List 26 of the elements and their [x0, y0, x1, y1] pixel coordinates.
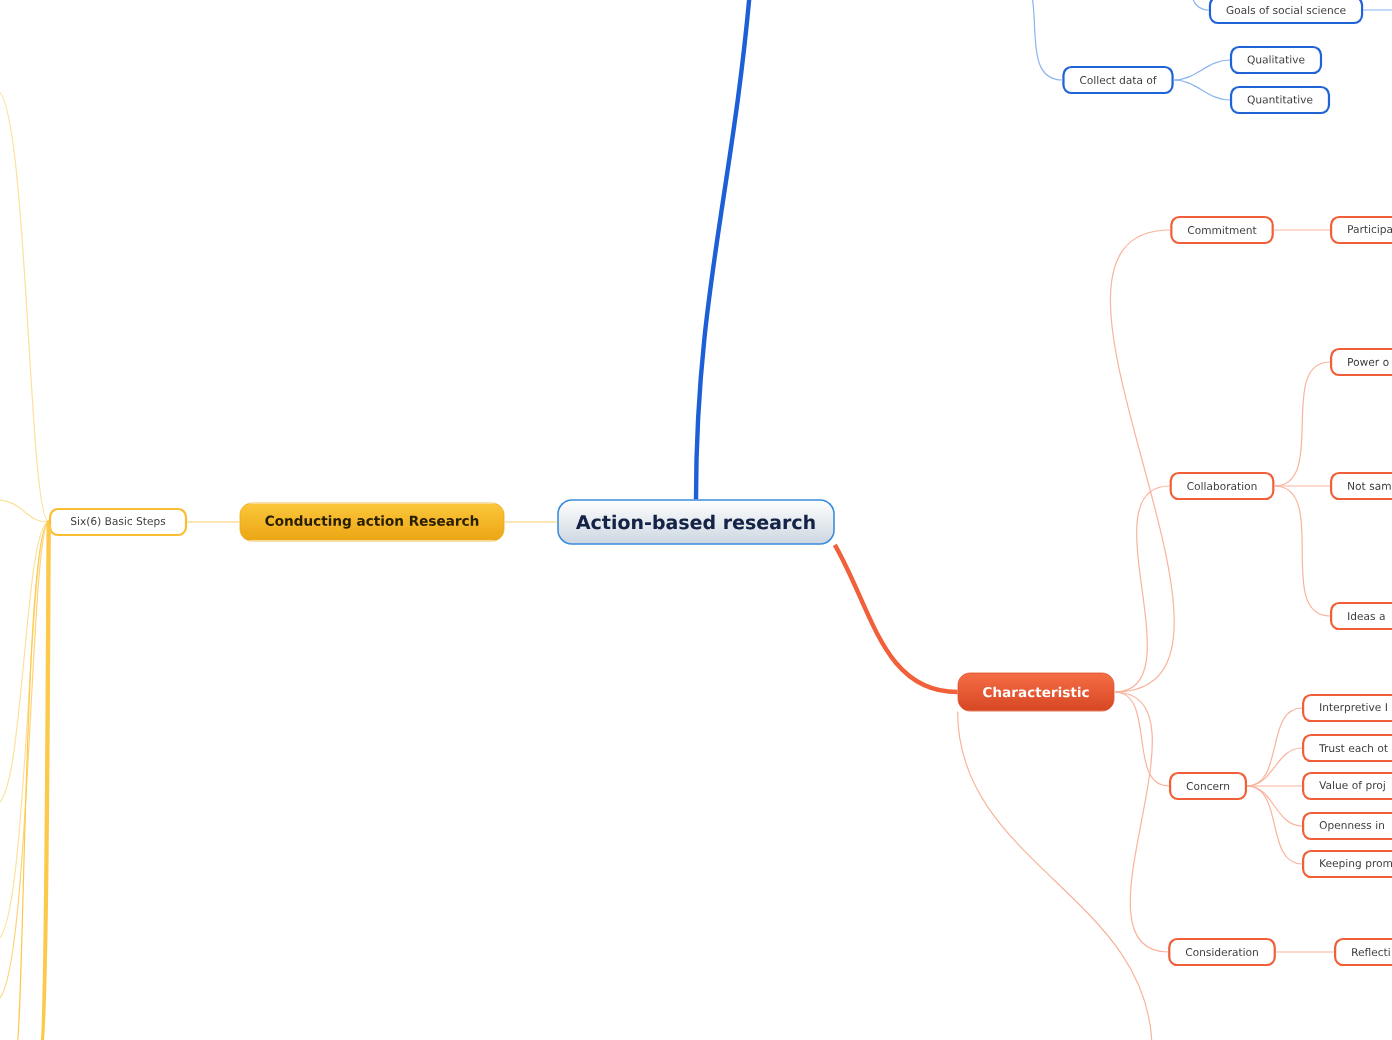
- connector-line: [693, 0, 753, 500]
- connector-line: [957, 710, 1153, 1040]
- connector-line: [0, 89, 50, 523]
- connector-line: [37, 521, 52, 1040]
- connector-line: [1246, 785, 1303, 827]
- connector-line: [1246, 785, 1303, 865]
- connector-line: [1113, 691, 1169, 953]
- connector-line: [1273, 485, 1331, 487]
- connector-line: [503, 521, 558, 523]
- connector-line: [1273, 229, 1331, 231]
- connector-line: [1113, 485, 1171, 693]
- connector-line: [1173, 79, 1231, 101]
- central-topic-box: Action-based research: [557, 499, 835, 545]
- connector-line: [832, 543, 958, 695]
- connector-line: [0, 499, 50, 523]
- connector-line: [1191, 0, 1210, 11]
- connector-line: [1109, 229, 1175, 693]
- connector-line: [1173, 59, 1231, 81]
- connector-line: [1273, 485, 1331, 617]
- connector-line: [1113, 691, 1170, 787]
- connector-line: [15, 521, 50, 1040]
- connector-line: [1031, 0, 1063, 81]
- connector-line: [186, 521, 241, 523]
- connector-line: [1362, 9, 1392, 11]
- connector-line: [0, 521, 50, 805]
- connector-line: [1275, 951, 1335, 953]
